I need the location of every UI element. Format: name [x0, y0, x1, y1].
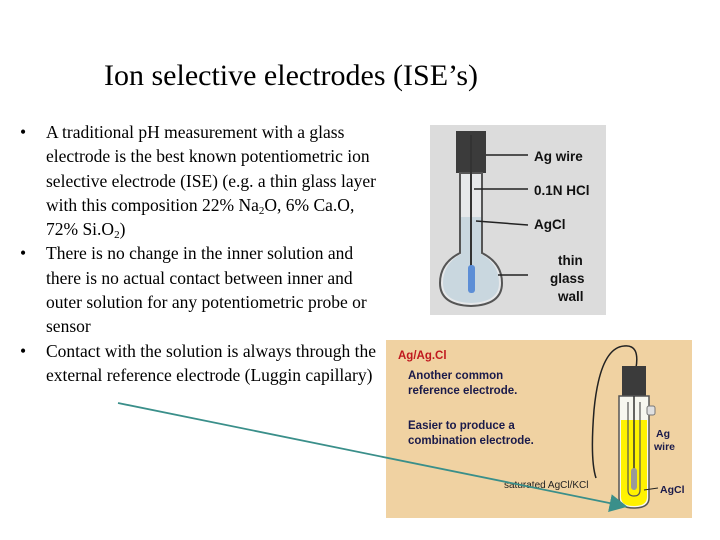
bullet-dot: •: [20, 243, 27, 264]
ag-label: Ag: [656, 428, 670, 440]
glass-electrode-figure: Ag wire 0.1N HCl AgCl thin glass wall: [430, 125, 606, 315]
bullet-text-1b: O, 6% Ca.O, 72% Si.O: [46, 194, 355, 240]
bullet-text-3: Contact with the solution is always thro…: [46, 340, 377, 385]
reference-electrode-figure: Ag/Ag.Cl Another common reference electr…: [386, 340, 692, 518]
bullet-list: • A traditional pH measurement with a gl…: [20, 120, 378, 387]
label-glass: glass: [550, 271, 585, 286]
bullet-dot: •: [20, 122, 27, 142]
reference-electrode-drawing: [591, 345, 659, 509]
label-agcl: AgCl: [534, 217, 566, 232]
ref-text2-line1: Easier to produce a: [408, 420, 515, 432]
bullet-text-2: There is no change in the inner solution…: [46, 243, 367, 337]
electrode-cap: [622, 366, 646, 396]
label-thin: thin: [558, 253, 583, 268]
fill-port: [646, 405, 656, 416]
bullet-item: • Contact with the solution is always th…: [20, 339, 378, 388]
label-hcl: 0.1N HCl: [534, 183, 590, 198]
wire-label: wire: [654, 441, 676, 453]
subscript-2: 2: [258, 204, 265, 217]
slide-title: Ion selective electrodes (ISE’s): [104, 59, 479, 92]
saturated-label: saturated AgCl/KCl: [504, 480, 589, 491]
ref-heading: Ag/Ag.Cl: [398, 350, 447, 362]
agcl-label: AgCl: [660, 484, 685, 496]
ref-text1-line1: Another common: [408, 370, 504, 382]
ref-text1-line2: reference electrode.: [408, 385, 518, 397]
agcl-tip: [631, 468, 637, 490]
bullet-text-1a: A traditional pH measurement with a glas…: [46, 122, 376, 215]
bullet-text-1c: ): [119, 219, 126, 240]
subscript-2: 2: [114, 229, 120, 242]
bullet-dot: •: [20, 340, 27, 361]
glass-electrode-drawing: [438, 131, 529, 308]
bullet-item: • A traditional pH measurement with a gl…: [20, 120, 378, 241]
agcl-coating: [468, 265, 475, 293]
inner-tube: [627, 402, 641, 497]
label-ag-wire: Ag wire: [534, 149, 583, 164]
bullet-item: • There is no change in the inner soluti…: [20, 241, 378, 338]
ref-text2-line2: combination electrode.: [408, 435, 534, 447]
label-wall: wall: [558, 289, 584, 304]
